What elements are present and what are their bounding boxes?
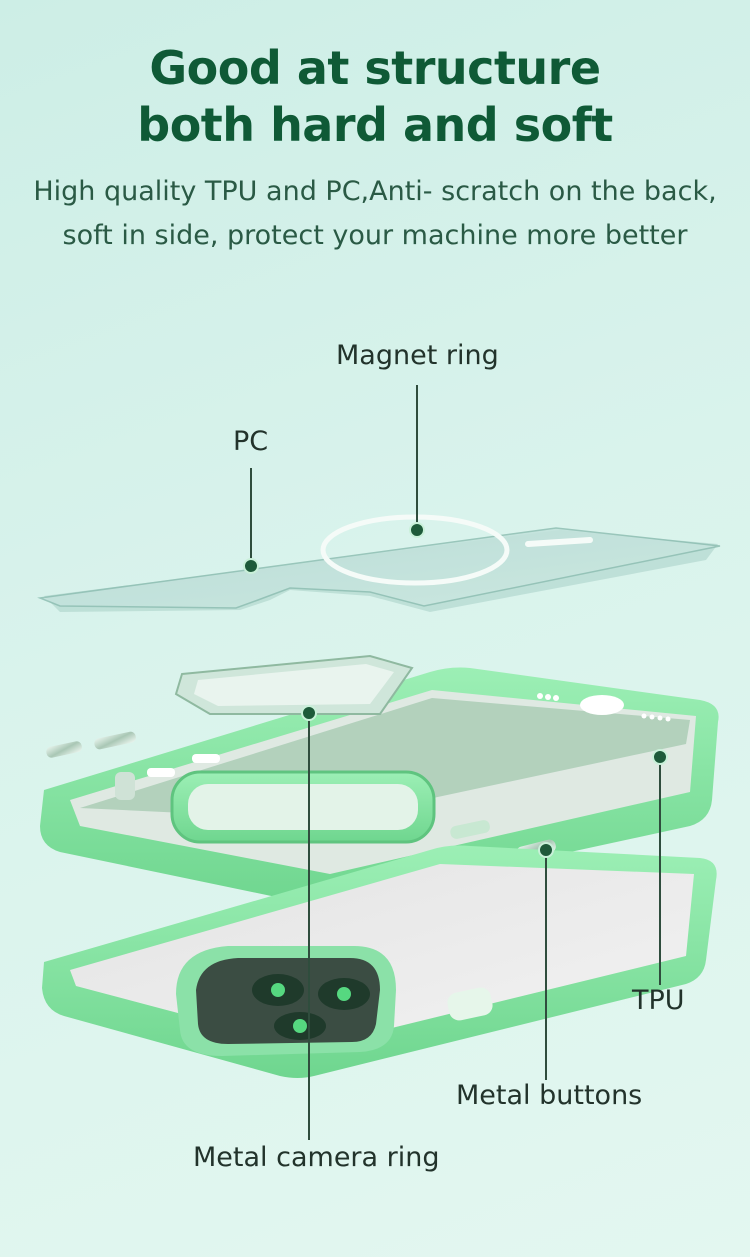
metal-buttons-leader-dot xyxy=(538,842,554,858)
magnet-ring-label: Magnet ring xyxy=(336,340,499,371)
camera-ring-leader-dot xyxy=(301,705,317,721)
metal-camera-ring xyxy=(174,654,414,715)
tpu-label: TPU xyxy=(632,985,685,1016)
pc-leader-dot xyxy=(243,558,259,574)
tpu-leader-dot xyxy=(652,749,668,765)
subtitle-line-2: soft in side, protect your machine more … xyxy=(62,220,688,251)
magnet-ring-leader-dot xyxy=(409,522,425,538)
headline-line-1: Good at structure xyxy=(149,41,601,95)
magnet-ring xyxy=(320,514,510,586)
pc-back-panel xyxy=(37,514,721,612)
metal-buttons-label: Metal buttons xyxy=(456,1080,643,1111)
side-metal-buttons xyxy=(46,731,136,758)
headline-line-2: both hard and soft xyxy=(137,98,613,152)
assembled-case xyxy=(42,845,717,1078)
pc-label: PC xyxy=(233,426,269,457)
subtitle-line-1: High quality TPU and PC,Anti- scratch on… xyxy=(33,176,717,207)
metal-camera-ring-label: Metal camera ring xyxy=(193,1142,440,1173)
